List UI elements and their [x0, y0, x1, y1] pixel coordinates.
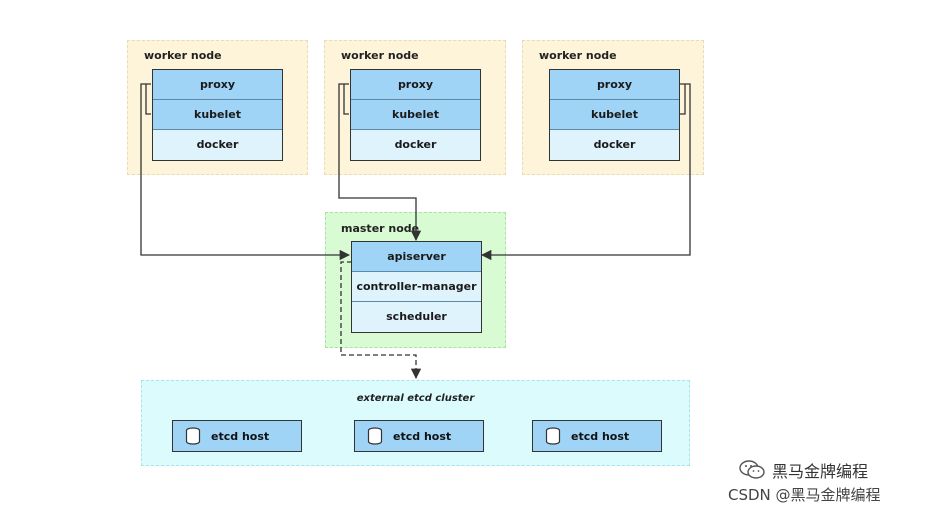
worker3-to-apiserver-line: [480, 83, 691, 261]
kubelet-component: kubelet: [550, 100, 679, 130]
database-icon: [545, 427, 561, 445]
proxy-component: proxy: [351, 70, 480, 100]
master-node: master node apiserver controller-manager…: [325, 212, 506, 348]
docker-component: docker: [550, 130, 679, 160]
watermark-text: 黑马金牌编程: [772, 462, 869, 481]
worker-node-3: worker node proxy kubelet docker: [522, 40, 704, 175]
etcd-cluster: external etcd cluster etcd host etcd hos…: [141, 380, 690, 466]
worker-component-stack: proxy kubelet docker: [350, 69, 481, 161]
worker1-kubelet-link: [145, 84, 151, 115]
watermark-wechat: 黑马金牌编程: [738, 458, 868, 482]
controller-manager-component: controller-manager: [352, 272, 481, 302]
worker-node-title: worker node: [539, 49, 617, 62]
worker-node-title: worker node: [144, 49, 222, 62]
etcd-host-2: etcd host: [354, 420, 484, 452]
worker-node-title: worker node: [341, 49, 419, 62]
etcd-host-label: etcd host: [211, 429, 270, 443]
etcd-cluster-title: external etcd cluster: [356, 393, 475, 404]
docker-component: docker: [153, 130, 282, 160]
database-icon: [367, 427, 383, 445]
worker2-to-apiserver-line: [338, 83, 422, 242]
kubelet-component: kubelet: [153, 100, 282, 130]
apiserver-to-etcd-line: [340, 261, 422, 380]
worker2-kubelet-link: [343, 84, 349, 115]
proxy-component: proxy: [153, 70, 282, 100]
etcd-host-label: etcd host: [571, 429, 630, 443]
wechat-icon: [739, 460, 765, 479]
worker-node-1: worker node proxy kubelet docker: [127, 40, 308, 175]
master-node-title: master node: [341, 222, 420, 235]
etcd-host-label: etcd host: [393, 429, 452, 443]
docker-component: docker: [351, 130, 480, 160]
master-component-stack: apiserver controller-manager scheduler: [351, 241, 482, 333]
database-icon: [185, 427, 201, 445]
worker1-to-apiserver-line: [140, 83, 351, 261]
proxy-component: proxy: [550, 70, 679, 100]
kubelet-component: kubelet: [351, 100, 480, 130]
worker-node-2: worker node proxy kubelet docker: [324, 40, 506, 175]
watermark-csdn: CSDN @黑马金牌编程: [728, 486, 881, 504]
worker-component-stack: proxy kubelet docker: [549, 69, 680, 161]
etcd-host-3: etcd host: [532, 420, 662, 452]
scheduler-component: scheduler: [352, 302, 481, 332]
worker-component-stack: proxy kubelet docker: [152, 69, 283, 161]
worker3-kubelet-link: [679, 84, 686, 115]
apiserver-component: apiserver: [352, 242, 481, 272]
etcd-host-1: etcd host: [172, 420, 302, 452]
